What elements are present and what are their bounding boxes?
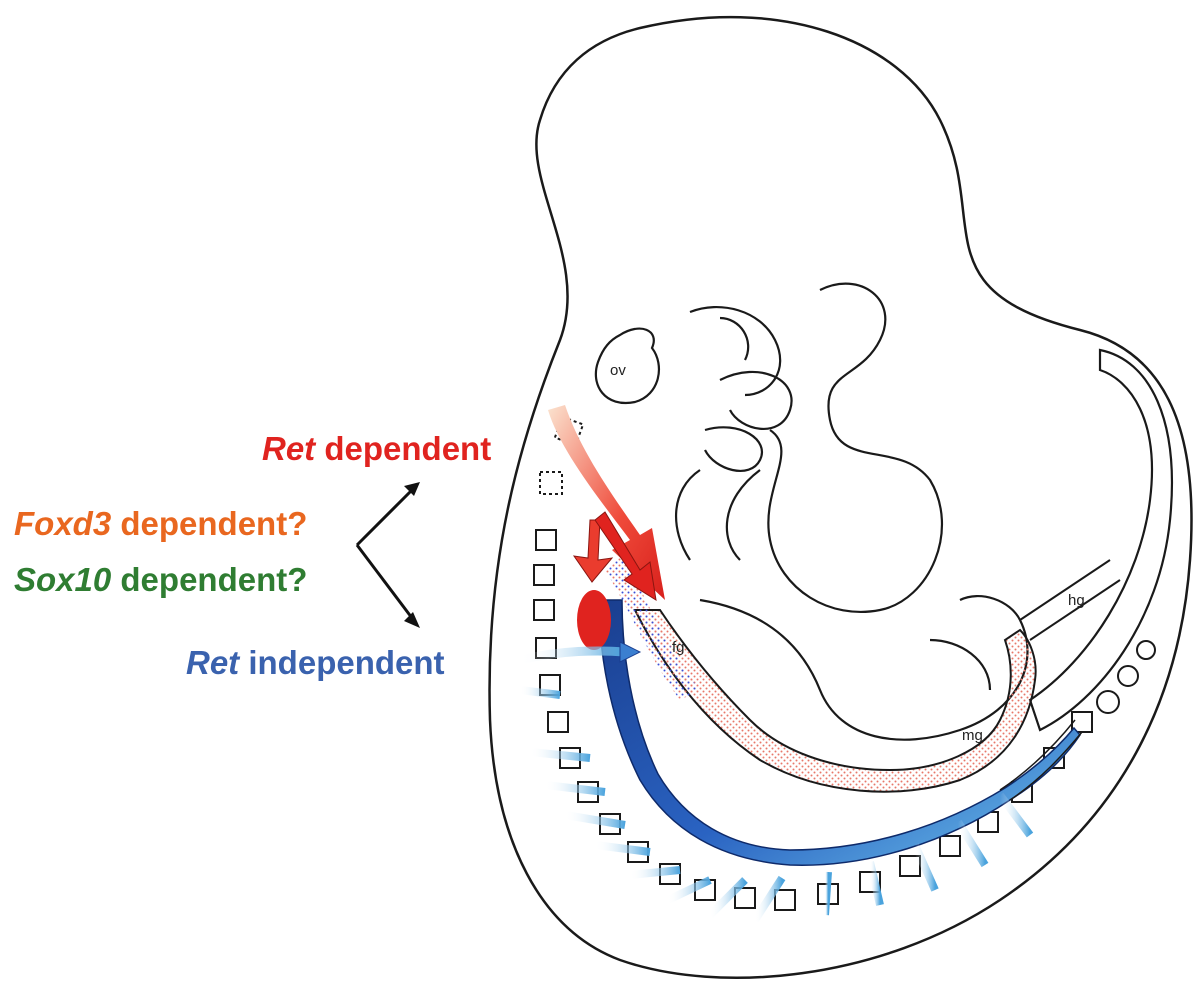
tail-fold — [1030, 350, 1172, 730]
suffix-ret-dep: dependent — [315, 430, 491, 467]
ret-dependent-blob — [577, 590, 611, 650]
limb-contour — [676, 470, 760, 560]
label-fg: fg — [672, 639, 685, 656]
gene-foxd3: Foxd3 — [14, 505, 111, 542]
suffix-sox10: dependent? — [111, 561, 307, 598]
label-hg: hg — [1068, 592, 1085, 609]
branchial-arch-1 — [690, 307, 780, 395]
label-mg: mg — [962, 727, 983, 744]
embryo-outline — [490, 17, 1192, 978]
gut-stippled — [635, 610, 1036, 792]
label-foxd3: Foxd3 dependent? — [14, 507, 307, 540]
gene-ret-indep: Ret — [186, 644, 239, 681]
suffix-ret-indep: independent — [239, 644, 444, 681]
branchial-arch-2 — [705, 372, 792, 471]
label-sox10: Sox10 dependent? — [14, 563, 307, 596]
otic-vesicle — [596, 329, 659, 403]
heart-contour — [768, 284, 942, 612]
branch-arrowhead-down — [404, 612, 420, 628]
label-ret-independent: Ret independent — [186, 646, 445, 679]
branch-arrows — [357, 487, 415, 622]
suffix-foxd3: dependent? — [111, 505, 307, 542]
label-ret-dependent: Ret dependent — [262, 432, 491, 465]
gene-sox10: Sox10 — [14, 561, 111, 598]
gene-ret-dep: Ret — [262, 430, 315, 467]
somites — [534, 417, 1155, 910]
label-ov: ov — [610, 362, 626, 379]
